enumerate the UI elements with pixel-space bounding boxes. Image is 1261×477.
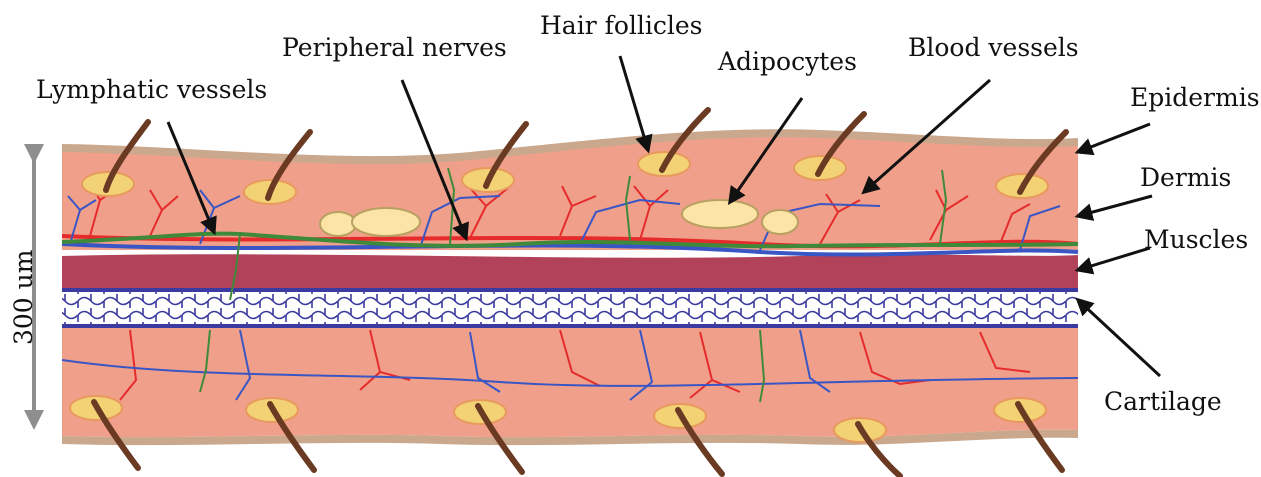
adipocyte — [762, 210, 798, 234]
dermis-lower — [62, 328, 1078, 437]
arrow-icon — [1078, 248, 1150, 270]
label-adipocytes: Adipocytes — [717, 47, 857, 76]
label-cartilage: Cartilage — [1104, 387, 1222, 416]
label-hair-follicles: Hair follicles — [540, 11, 703, 40]
label-dermis: Dermis — [1140, 163, 1231, 192]
adipocyte — [682, 200, 758, 228]
arrow-icon — [1078, 124, 1150, 152]
arrow-icon — [620, 56, 648, 150]
label-epidermis: Epidermis — [1130, 83, 1260, 112]
adipocyte — [352, 208, 420, 236]
label-blood-vessels: Blood vessels — [908, 33, 1079, 62]
arrow-icon — [1078, 196, 1152, 216]
label-muscles: Muscles — [1144, 225, 1248, 254]
cartilage-cells — [62, 292, 1078, 324]
arrow-icon — [1078, 300, 1160, 376]
label-peripheral-nerves: Peripheral nerves — [282, 33, 507, 62]
adipocyte — [320, 212, 356, 236]
scale-bar: 300 um — [9, 160, 38, 426]
scale-label: 300 um — [9, 249, 38, 345]
muscle-layer — [62, 254, 1078, 292]
label-lymphatic-vessels: Lymphatic vessels — [36, 75, 267, 104]
